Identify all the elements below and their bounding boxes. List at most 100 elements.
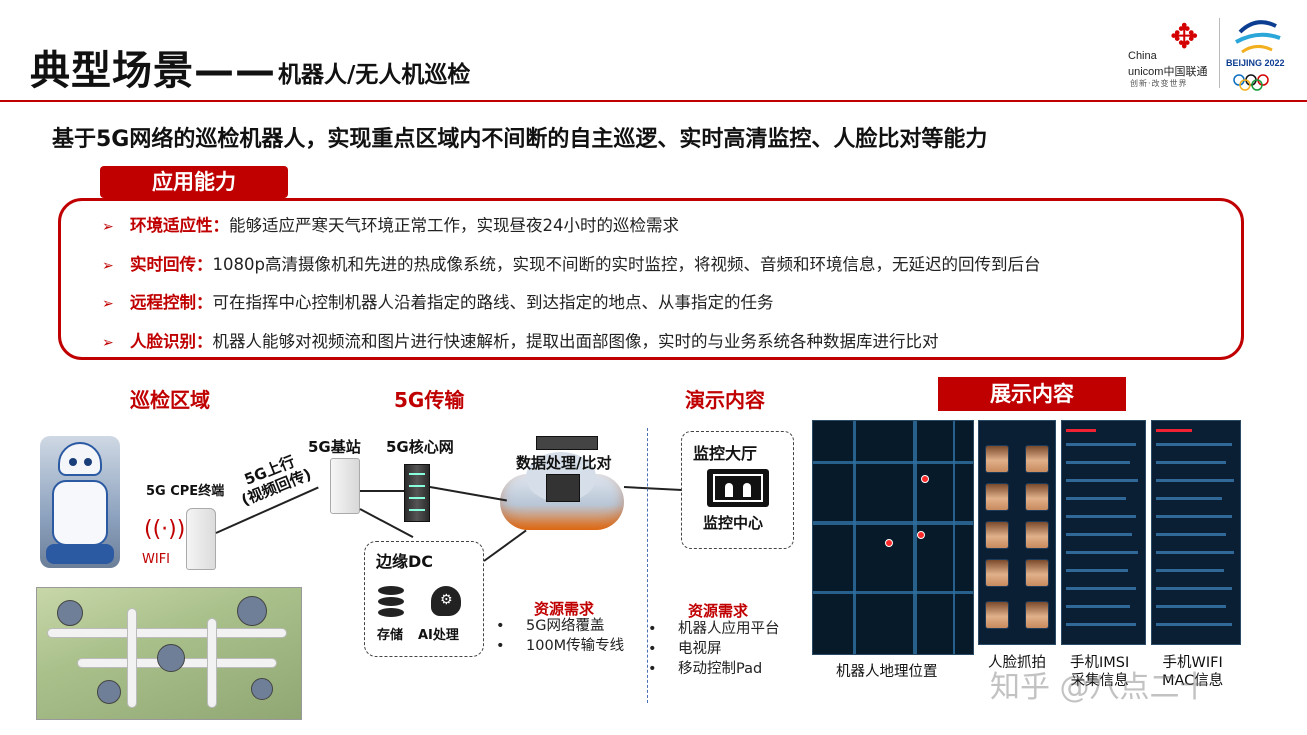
screen-shape xyxy=(713,474,763,502)
cpe-label: 5G CPE终端 xyxy=(146,484,225,499)
data-row-line xyxy=(1066,497,1126,500)
face-thumbnail xyxy=(985,601,1009,629)
data-row-line xyxy=(1066,515,1136,518)
capability-item: ➢远程控制：可在指挥中心控制机器人沿着指定的路线、到达指定的地点、从事指定的任务 xyxy=(102,289,774,313)
map-road xyxy=(853,421,856,654)
face-thumbnail xyxy=(1025,521,1049,549)
disk-shape xyxy=(378,597,404,606)
china-unicom-logo: ✥ China unicom中国联通 创新·改变世界 xyxy=(1128,17,1218,88)
capability-text: 能够适应严寒天气环境正常工作，实现昼夜24小时的巡检需求 xyxy=(229,216,679,235)
data-row-line xyxy=(1156,623,1232,626)
slide-subtitle: 基于5G网络的巡检机器人，实现重点区域内不间断的自主巡逻、实时高清监控、人脸比对… xyxy=(52,127,988,152)
monitor-center-label: 监控中心 xyxy=(703,514,764,532)
face-thumbnail xyxy=(985,521,1009,549)
storage-label: 存储 xyxy=(377,628,404,643)
section-divider xyxy=(647,428,648,703)
core-label: 5G核心网 xyxy=(386,438,454,456)
uplink-label: 5G上行 (视频回传) xyxy=(232,448,314,509)
caption-imsi-line2: 采集信息 xyxy=(1070,673,1129,689)
section-demo-content: 演示内容 xyxy=(685,388,765,412)
data-row-line xyxy=(1066,623,1136,626)
resources-transport-head: 资源需求 xyxy=(534,600,595,618)
core-cloud-line xyxy=(429,486,507,502)
logo-separator xyxy=(1219,18,1220,88)
capability-label: 实时回传： xyxy=(130,255,213,274)
edge-dc-box xyxy=(364,541,484,657)
tank-shape xyxy=(57,600,83,626)
robot-head xyxy=(58,442,102,476)
panel-header-bar xyxy=(1066,429,1096,432)
watermark: 知乎 @八点二十 xyxy=(990,670,1210,705)
data-row-line xyxy=(1156,533,1226,536)
section-display-content: 展示内容 xyxy=(938,377,1126,411)
tank-shape xyxy=(251,678,273,700)
capability-label: 人脸识别： xyxy=(130,332,213,351)
map-road xyxy=(813,591,973,594)
resources-transport-list: 5G网络覆盖 100M传输专线 xyxy=(496,616,624,656)
ai-head-icon: ⚙ xyxy=(431,586,461,616)
caption-face: 人脸抓拍 xyxy=(988,655,1046,671)
section-5g-transport: 5G传输 xyxy=(394,388,465,412)
data-row-line xyxy=(1156,587,1232,590)
robot-location-pin xyxy=(921,475,929,483)
capability-item: ➢ 人脸识别：机器人能够对视频流和图片进行快速解析，提取出面部图像，实时的与业务系… xyxy=(102,328,939,352)
data-row-line xyxy=(1066,479,1138,482)
unicom-knot-icon: ✥ xyxy=(1170,17,1199,57)
server-rack-icon xyxy=(536,436,598,450)
page-title: 典型场景—— xyxy=(30,48,276,94)
storage-icon xyxy=(378,586,404,618)
cloud-monitor-line xyxy=(623,486,682,492)
panel-header-bar xyxy=(1156,429,1192,432)
caption-map: 机器人地理位置 xyxy=(836,664,938,680)
ai-label: AI处理 xyxy=(418,628,459,643)
data-row-line xyxy=(1066,461,1130,464)
beijing-2022-text: BEIJING 2022 xyxy=(1226,58,1285,68)
list-item: 100M传输专线 xyxy=(496,636,624,656)
data-row-line xyxy=(1066,605,1130,608)
robot-location-pin xyxy=(885,539,893,547)
face-thumbnail xyxy=(1025,601,1049,629)
dc-cloud-line xyxy=(483,529,527,562)
face-thumbnail xyxy=(985,559,1009,587)
map-road xyxy=(813,461,973,464)
data-row-line xyxy=(1156,497,1222,500)
data-row-line xyxy=(1156,515,1232,518)
capabilities-box xyxy=(58,198,1244,360)
caption-imsi: 手机IMSI 采集信息 xyxy=(1070,654,1129,690)
arrow-bullet-icon: ➢ xyxy=(102,296,114,312)
data-row-line xyxy=(1066,569,1128,572)
cloud-label: 数据处理/比对 xyxy=(516,454,612,472)
face-thumbnail xyxy=(1025,445,1049,473)
capability-text: 机器人能够对视频流和图片进行快速解析，提取出面部图像，实时的与业务系统各种数据库… xyxy=(212,332,939,351)
arrow-bullet-icon: ➢ xyxy=(102,335,114,351)
pipe-shape xyxy=(207,618,217,708)
patrol-robot-image xyxy=(40,436,120,568)
capability-item: ➢实时回传：1080p高清摄像机和先进的热成像系统，实现不间断的实时监控，将视频… xyxy=(102,251,1040,275)
bts-core-line xyxy=(360,490,404,492)
data-row-line xyxy=(1156,461,1226,464)
unicom-name: unicom中国联通 xyxy=(1128,66,1208,78)
data-row-line xyxy=(1156,479,1234,482)
core-network-icon xyxy=(404,464,430,522)
robot-eye xyxy=(84,458,92,466)
list-item: 5G网络覆盖 xyxy=(496,616,624,636)
server-led xyxy=(409,497,425,499)
robot-base xyxy=(46,544,114,564)
data-row-line xyxy=(1156,443,1232,446)
caption-imsi-line1: 手机IMSI xyxy=(1070,655,1130,671)
face-thumbnail xyxy=(1025,559,1049,587)
bts-label: 5G基站 xyxy=(308,438,361,456)
server-led xyxy=(409,485,425,487)
unicom-slogan: 创新·改变世界 xyxy=(1130,79,1188,88)
robot-map-screenshot xyxy=(812,420,974,655)
capability-item: ➢环境适应性：能够适应严寒天气环境正常工作，实现昼夜24小时的巡检需求 xyxy=(102,212,679,236)
monitor-center-icon xyxy=(707,469,769,507)
caption-wifi-line2: MAC信息 xyxy=(1162,673,1224,689)
map-road xyxy=(813,521,973,525)
wifi-mac-screenshot xyxy=(1151,420,1241,645)
base-station-icon xyxy=(330,458,360,514)
server-led xyxy=(409,473,425,475)
data-row-line xyxy=(1156,551,1234,554)
edge-dc-label: 边缘DC xyxy=(376,552,434,571)
imsi-info-screenshot xyxy=(1061,420,1146,645)
